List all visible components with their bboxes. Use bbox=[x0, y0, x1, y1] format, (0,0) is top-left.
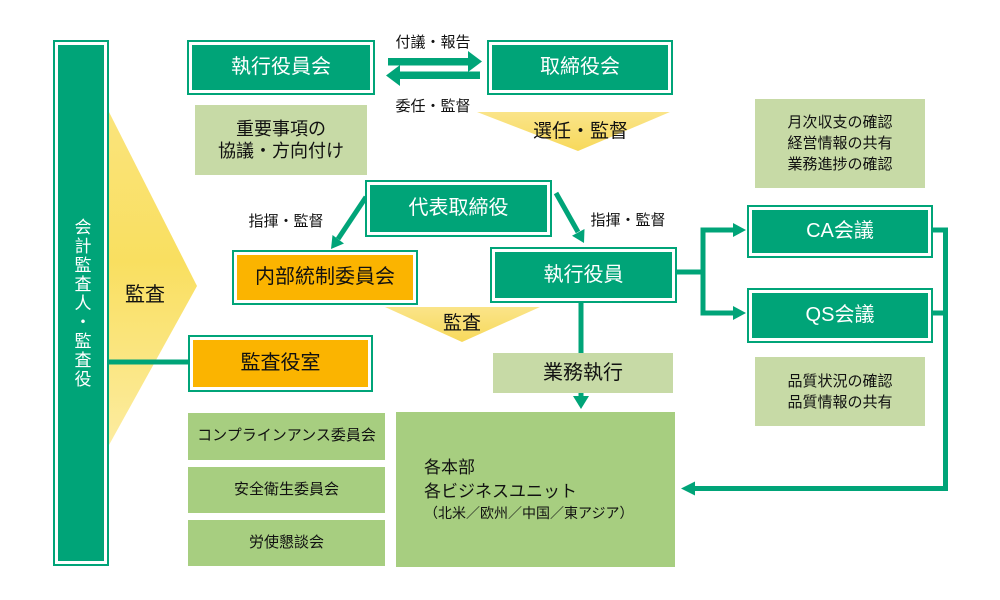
audit-office-label: 監査役室 bbox=[240, 352, 321, 374]
labor-management-council-label: 労使懇談会 bbox=[248, 533, 324, 551]
business-units-line1: 各本部 bbox=[424, 458, 475, 477]
ca-meeting-box: CA会議 bbox=[747, 205, 933, 258]
executive-officers-meeting-box: 執行役員会 bbox=[187, 40, 375, 95]
appointment-supervision-label: 選任・監督 bbox=[532, 121, 628, 142]
direction-arrow-left-head bbox=[331, 235, 344, 249]
important-matters-box: 重要事項の 協議・方向付け bbox=[195, 105, 367, 175]
meetings-feedback-connector bbox=[694, 227, 948, 491]
executive-officers-meeting-label: 執行役員会 bbox=[231, 56, 331, 78]
audit-office-box: 監査役室 bbox=[188, 335, 373, 392]
quality-review-line2: 品質情報の共有 bbox=[787, 393, 893, 411]
internal-control-committee-label: 内部統制委員会 bbox=[255, 266, 395, 288]
exec-to-meetings-connector bbox=[677, 227, 735, 316]
submission-report-label: 付議・報告 bbox=[395, 34, 471, 51]
direction-supervision-right-label: 指揮・監督 bbox=[590, 212, 666, 229]
ca-meeting-label: CA会議 bbox=[806, 220, 874, 242]
submission-report-arrow bbox=[388, 51, 482, 72]
executive-officers-box: 執行役員 bbox=[490, 247, 677, 303]
compliance-committee-label: コンプラインアンス委員会 bbox=[197, 427, 376, 445]
important-matters-line1: 重要事項の bbox=[236, 119, 326, 139]
quality-review-line1: 品質状況の確認 bbox=[787, 372, 893, 390]
accounting-auditor-bar: 会計監査人・監査役 bbox=[53, 40, 109, 566]
compliance-committee-box: コンプラインアンス委員会 bbox=[188, 413, 385, 460]
monthly-review-line3: 業務進捗の確認 bbox=[787, 156, 893, 173]
appointment-supervision-arrow bbox=[477, 112, 670, 151]
representative-director-label: 代表取締役 bbox=[408, 197, 509, 219]
direction-arrow-left bbox=[335, 195, 369, 241]
direction-supervision-left-label: 指揮・監督 bbox=[248, 213, 324, 230]
executive-officers-label: 執行役員 bbox=[543, 263, 624, 286]
direction-arrow-right bbox=[553, 191, 581, 234]
business-units-line2: 各ビジネスユニット bbox=[424, 482, 577, 501]
business-units-line3: （北米／欧州／中国／東アジア） bbox=[424, 505, 634, 521]
business-units-box: 各本部 各ビジネスユニット （北米／欧州／中国／東アジア） bbox=[396, 412, 675, 567]
qs-meeting-label: QS会議 bbox=[805, 304, 875, 326]
monthly-review-line1: 月次収支の確認 bbox=[787, 114, 893, 131]
delegation-supervision-label: 委任・監督 bbox=[395, 98, 471, 115]
audit-center-arrow bbox=[385, 307, 540, 342]
board-of-directors-label: 取締役会 bbox=[540, 56, 620, 78]
feedback-arrow-head bbox=[681, 481, 695, 496]
safety-health-committee-box: 安全衛生委員会 bbox=[188, 467, 385, 513]
safety-health-committee-label: 安全衛生委員会 bbox=[233, 480, 339, 498]
accounting-auditor-label: 会計監査人・監査役 bbox=[71, 217, 91, 389]
direction-arrow-right-head bbox=[572, 229, 585, 243]
audit-left-label: 監査 bbox=[125, 284, 165, 306]
monthly-review-line2: 経営情報の共有 bbox=[787, 135, 893, 152]
monthly-review-box: 月次収支の確認 経営情報の共有 業務進捗の確認 bbox=[755, 99, 925, 188]
board-of-directors-box: 取締役会 bbox=[487, 40, 673, 95]
important-matters-line2: 協議・方向付け bbox=[218, 141, 344, 161]
quality-review-box: 品質状況の確認 品質情報の共有 bbox=[755, 357, 925, 426]
business-execution-label: 業務執行 bbox=[543, 361, 623, 384]
representative-director-box: 代表取締役 bbox=[365, 180, 552, 237]
delegation-supervision-arrow bbox=[386, 65, 480, 86]
audit-center-label: 監査 bbox=[442, 313, 481, 334]
internal-control-committee-box: 内部統制委員会 bbox=[232, 250, 418, 305]
qs-arrow-head bbox=[733, 306, 746, 320]
execution-arrow-head bbox=[573, 396, 589, 409]
qs-meeting-box: QS会議 bbox=[747, 288, 933, 343]
business-execution-box: 業務執行 bbox=[493, 353, 673, 393]
ca-arrow-head bbox=[733, 223, 746, 237]
labor-management-council-box: 労使懇談会 bbox=[188, 520, 385, 566]
